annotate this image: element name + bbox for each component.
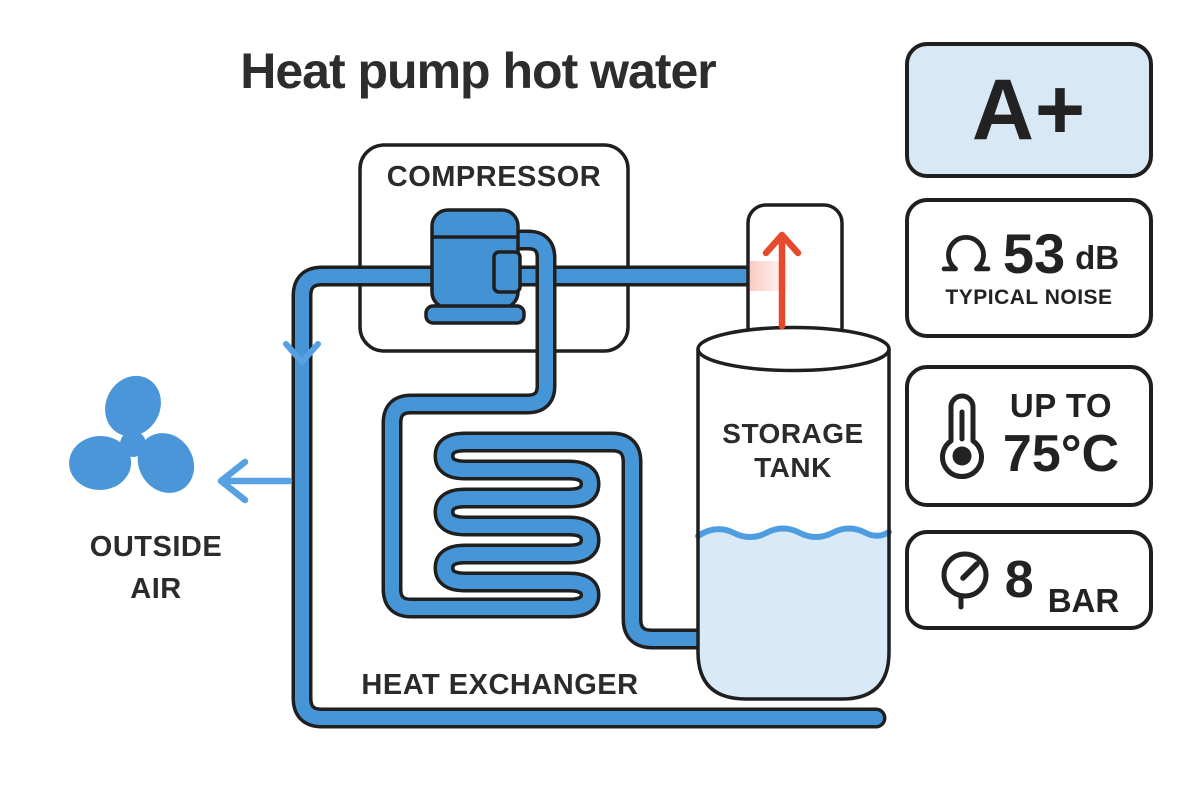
headphones-icon bbox=[941, 234, 991, 272]
pressure-value: 8 bbox=[1004, 551, 1034, 609]
heat-exchanger-coil-pipe bbox=[381, 229, 717, 650]
thermometer-icon bbox=[939, 393, 984, 479]
compressor-label: COMPRESSOR bbox=[387, 161, 601, 193]
temperature-prefix: UP TO bbox=[1009, 387, 1113, 425]
air-flow-left-arrow-icon bbox=[217, 458, 293, 504]
temperature-value: 75°C bbox=[1002, 425, 1120, 484]
fan-icon bbox=[69, 375, 195, 493]
storage-tank-label-line1: STORAGE bbox=[722, 418, 863, 449]
noise-badge: 53 dB TYPICAL NOISE bbox=[905, 198, 1153, 338]
pressure-unit: BAR bbox=[1047, 582, 1120, 619]
storage-tank-label-line2: TANK bbox=[754, 452, 832, 483]
energy-rating-badge: A+ bbox=[905, 42, 1153, 178]
page-title: Heat pump hot water bbox=[240, 43, 716, 99]
pressure-badge: 8 BAR bbox=[905, 530, 1153, 630]
energy-rating-value: A+ bbox=[971, 62, 1087, 158]
heat-exchanger-label: HEAT EXCHANGER bbox=[361, 669, 638, 701]
tank-water bbox=[698, 528, 889, 699]
temperature-badge: UP TO 75°C bbox=[905, 365, 1153, 507]
hot-water-up-arrow-icon bbox=[762, 231, 802, 330]
pressure-gauge-icon bbox=[941, 551, 989, 610]
noise-caption: TYPICAL NOISE bbox=[945, 286, 1113, 309]
noise-unit: dB bbox=[1075, 239, 1120, 276]
hot-refrigerant-glow bbox=[750, 261, 794, 291]
water-wave-line bbox=[695, 525, 892, 540]
return-pipe bbox=[291, 265, 887, 729]
noise-value: 53 bbox=[1002, 222, 1066, 285]
outside-air-label-line2: AIR bbox=[130, 573, 181, 605]
storage-tank bbox=[695, 325, 892, 701]
outside-air-label-line1: OUTSIDE bbox=[90, 531, 222, 563]
compressor-unit-icon bbox=[424, 208, 526, 325]
flow-down-arrow-icon bbox=[283, 341, 321, 365]
